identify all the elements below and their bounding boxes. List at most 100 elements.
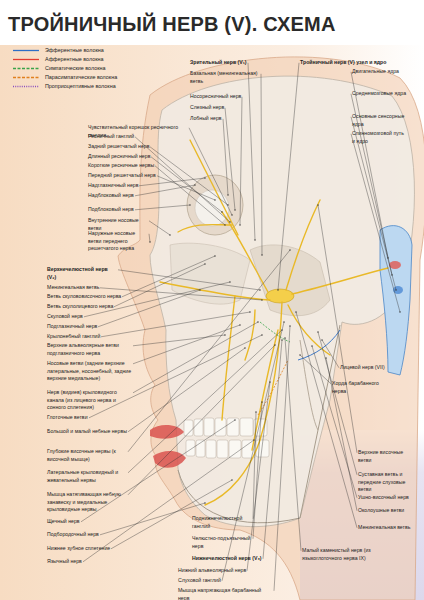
- part-label: Нижнечелюстной нерв (V₃): [192, 555, 262, 563]
- leader-dot: [269, 381, 270, 382]
- part-label: Хорда барабанного нерва: [332, 380, 392, 395]
- part-label: Глубокие височные нервы (к височной мышц…: [47, 448, 127, 463]
- leader-dot: [289, 325, 290, 326]
- part-label: Скуловой нерв: [47, 313, 83, 321]
- leader-line: [351, 72, 388, 258]
- leader-dot: [169, 234, 170, 235]
- upper-lip: [150, 425, 184, 439]
- part-label: Передний решетчатый нерв: [88, 172, 156, 180]
- legend-line-sample: [13, 59, 39, 60]
- palatine-nerves: [245, 310, 255, 360]
- leader-dot: [395, 289, 396, 290]
- tooth: [215, 418, 226, 436]
- leader-dot: [317, 204, 318, 205]
- leader-line: [150, 147, 228, 205]
- leader-line: [263, 340, 282, 559]
- facial-nerve-fiber: [298, 330, 340, 360]
- part-label: Большой и малый небные нервы: [47, 428, 127, 436]
- leader-line: [157, 176, 215, 200]
- leader-line: [155, 166, 225, 225]
- alveolar-branches: [222, 296, 235, 420]
- leader-dot: [325, 357, 326, 358]
- leader-dot: [284, 337, 285, 338]
- part-label: Основные сенсорные ядра: [352, 113, 412, 128]
- part-label: Надглазничный нерв: [88, 182, 138, 190]
- leader-line: [135, 185, 195, 196]
- leader-line: [261, 74, 262, 255]
- leader-line: [222, 322, 284, 581]
- leader-dot: [259, 289, 260, 290]
- leader-dot: [321, 339, 322, 340]
- deep-temporal-nerves: [286, 200, 320, 290]
- part-label: Носоресничный нерв: [190, 93, 241, 101]
- part-label: Длинный ресничный нерв: [88, 153, 150, 161]
- part-label: Глоточные ветви: [47, 414, 88, 422]
- leader-dot: [299, 354, 300, 355]
- leader-dot: [229, 221, 230, 222]
- leader-dot: [255, 411, 256, 412]
- leader-line: [285, 338, 301, 551]
- leader-dot: [281, 339, 282, 340]
- part-label: Зрительный нерв (V₁): [190, 59, 247, 67]
- nucleus: [393, 286, 403, 294]
- leader-dot: [229, 281, 230, 282]
- part-label: Верхние височные ветви: [358, 449, 413, 464]
- lingual-nerve: [252, 330, 278, 450]
- leader-line: [248, 63, 255, 240]
- part-label: Слуховой ганглий: [178, 577, 221, 585]
- part-label: Подглазничный нерв: [47, 323, 97, 331]
- leader-dot: [224, 224, 225, 225]
- legend-line-sample: [13, 77, 39, 78]
- leader-dot: [234, 419, 235, 420]
- leader-dot: [244, 347, 245, 348]
- part-label: Щечный нерв: [47, 518, 80, 526]
- leader-dot: [214, 255, 215, 256]
- leader-line: [83, 440, 254, 562]
- part-label: Двигательные ядра: [352, 68, 399, 76]
- leader-dot: [261, 334, 262, 335]
- leader-line: [133, 322, 258, 393]
- leader-dot: [261, 254, 262, 255]
- leader-line: [278, 63, 299, 290]
- leader-line: [322, 340, 339, 368]
- head-outline: [118, 57, 424, 600]
- leader-dot: [391, 274, 392, 275]
- leader-dot: [199, 289, 200, 290]
- ophthalmic-nerve: [222, 212, 268, 292]
- leader-line: [128, 250, 290, 452]
- leader-dot: [239, 224, 240, 225]
- leader-dot: [254, 239, 255, 240]
- leader-dot: [189, 204, 190, 205]
- part-label: Нерв (видиев) крыловидного канала (из ли…: [47, 389, 132, 412]
- nerve-branches: [160, 140, 388, 505]
- leader-line: [133, 325, 240, 364]
- part-label: Менингеальная ветвь: [47, 284, 99, 292]
- parasympathetic-fiber: [258, 360, 288, 415]
- tooth: [256, 440, 269, 457]
- leader-dot: [204, 502, 205, 503]
- mandible: [178, 325, 340, 523]
- maxillary-nerve: [160, 282, 270, 300]
- part-label: Подбородочный нерв: [47, 531, 99, 539]
- leader-dot: [227, 194, 228, 195]
- tooth: [204, 418, 214, 436]
- legend-line-sample: [13, 50, 39, 51]
- leader-line: [139, 178, 205, 186]
- part-label: Челюстно-подъязычный нерв: [192, 535, 252, 550]
- legend-text: Афферентные волокна: [45, 56, 104, 62]
- part-label: Ресничный ганглий: [88, 133, 134, 141]
- leader-line: [223, 119, 228, 195]
- leader-line: [296, 312, 357, 528]
- part-label: Ушно-височный нерв: [358, 494, 409, 502]
- part-label: Среднемозговые ядра: [352, 90, 406, 98]
- leader-line: [128, 348, 245, 432]
- leader-line: [128, 345, 275, 495]
- leader-line: [253, 412, 256, 519]
- leader-line: [135, 137, 230, 222]
- leader-line: [189, 128, 232, 215]
- part-label: Малый каменистый нерв (из языкоглоточног…: [302, 547, 387, 562]
- legend-text: Эфферентные волокна: [45, 47, 104, 53]
- leader-line: [149, 221, 170, 235]
- leader-dot: [194, 184, 195, 185]
- brainstem: [380, 226, 412, 375]
